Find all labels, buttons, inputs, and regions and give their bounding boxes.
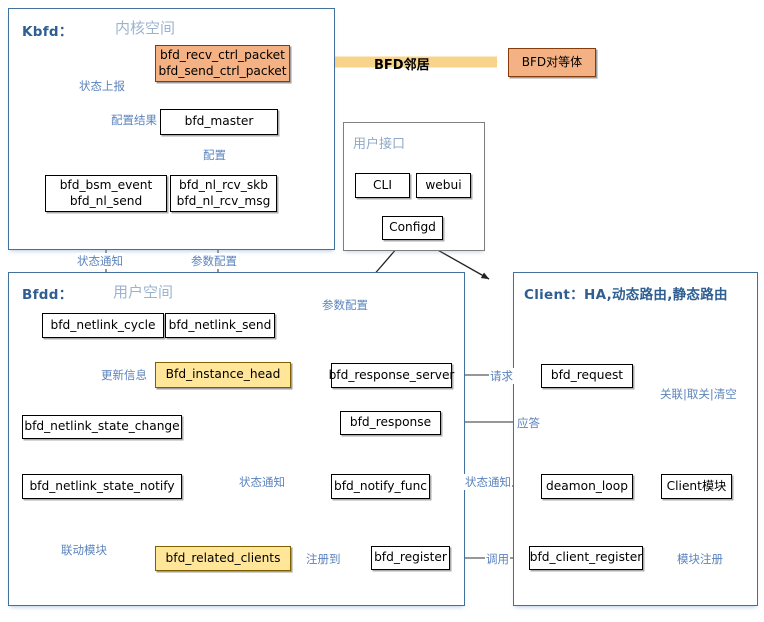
edge-label-state-report: 状态上报 <box>78 78 126 94</box>
edge-label-bfd-neighbor: BFD邻居 <box>374 58 430 73</box>
node-cli[interactable]: CLI <box>355 173 410 198</box>
node-bsm-event-line2: bfd_nl_send <box>69 193 143 208</box>
node-response-server-label: bfd_response_server <box>328 367 455 382</box>
node-nl-rcv[interactable]: bfd_nl_rcv_skb bfd_nl_rcv_msg <box>170 175 277 212</box>
node-instance-head[interactable]: Bfd_instance_head <box>155 362 291 388</box>
node-netlink-cycle[interactable]: bfd_netlink_cycle <box>42 313 164 338</box>
node-deamon-loop-label: deamon_loop <box>546 478 628 493</box>
node-client-module-label: Client模块 <box>666 478 727 493</box>
edge-label-state-notify-mid: 状态通知 <box>238 474 286 490</box>
node-state-notify-label: bfd_netlink_state_notify <box>29 478 175 493</box>
edge-label-param-config-kernel: 参数配置 <box>190 253 238 269</box>
node-client-register[interactable]: bfd_client_register <box>529 546 643 570</box>
node-deamon-loop[interactable]: deamon_loop <box>541 474 633 499</box>
node-netlink-send[interactable]: bfd_netlink_send <box>165 313 275 338</box>
edge-label-config: 配置 <box>202 147 227 163</box>
node-bfd-request-label: bfd_request <box>550 368 624 383</box>
edge-label-invoke: 调用 <box>485 551 510 567</box>
edge-label-module-register: 模块注册 <box>676 551 724 567</box>
edge-label-assoc-unassoc-clear: 关联|取关|清空 <box>659 386 738 402</box>
node-cli-label: CLI <box>373 177 392 192</box>
node-related-clients[interactable]: bfd_related_clients <box>155 546 291 571</box>
edge-label-reply: 应答 <box>516 415 541 431</box>
node-notify-func[interactable]: bfd_notify_func <box>331 474 430 499</box>
node-netlink-send-label: bfd_netlink_send <box>168 317 272 332</box>
node-bsm-event[interactable]: bfd_bsm_event bfd_nl_send <box>45 175 167 212</box>
node-configd-label: Configd <box>389 220 436 235</box>
edge-label-config-result: 配置结果 <box>110 112 158 128</box>
node-bfd-peer[interactable]: BFD对等体 <box>508 48 596 77</box>
node-bfd-peer-label: BFD对等体 <box>521 55 583 69</box>
section-kbfd-title: Kbfd： <box>22 24 73 40</box>
node-state-change-label: bfd_netlink_state_change <box>24 419 180 434</box>
node-bfd-master[interactable]: bfd_master <box>160 109 278 135</box>
edge-label-request: 请求 <box>489 368 514 384</box>
node-response-server[interactable]: bfd_response_server <box>328 363 455 388</box>
edge-label-state-notify-kernel: 状态通知 <box>76 253 124 269</box>
edge-label-state-notify-right: 状态通知 <box>464 474 512 490</box>
edge-label-update-info: 更新信息 <box>100 367 148 383</box>
node-client-module[interactable]: Client模块 <box>661 474 732 499</box>
node-client-register-label: bfd_client_register <box>529 550 643 565</box>
node-nl-rcv-line2: bfd_nl_rcv_msg <box>176 193 271 208</box>
node-webui-label: webui <box>425 177 462 192</box>
node-ctrl-packet[interactable]: bfd_recv_ctrl_packet bfd_send_ctrl_packe… <box>155 45 290 82</box>
node-state-change[interactable]: bfd_netlink_state_change <box>22 415 182 439</box>
node-notify-func-label: bfd_notify_func <box>333 478 428 493</box>
edge-label-register-to: 注册到 <box>305 551 342 567</box>
node-bsm-event-line1: bfd_bsm_event <box>59 178 153 193</box>
section-bfdd-title: Bfdd： <box>22 287 73 303</box>
node-instance-head-label: Bfd_instance_head <box>165 367 281 382</box>
section-client-title: Client：HA,动态路由,静态路由 <box>524 287 728 303</box>
node-ctrl-packet-line1: bfd_recv_ctrl_packet <box>160 48 285 63</box>
node-related-clients-label: bfd_related_clients <box>165 550 281 565</box>
node-bfd-register-label: bfd_register <box>374 550 447 565</box>
section-bfdd-subtitle: 用户空间 <box>113 283 174 301</box>
node-configd[interactable]: Configd <box>382 216 443 240</box>
section-user-interface-title: 用户接口 <box>353 137 406 152</box>
node-nl-rcv-line1: bfd_nl_rcv_skb <box>179 178 268 193</box>
node-bfd-master-label: bfd_master <box>184 114 254 129</box>
node-state-notify[interactable]: bfd_netlink_state_notify <box>22 474 182 499</box>
edge-label-linkage-module: 联动模块 <box>60 542 108 558</box>
node-bfd-response[interactable]: bfd_response <box>340 411 441 435</box>
node-bfd-response-label: bfd_response <box>349 415 432 430</box>
node-bfd-request[interactable]: bfd_request <box>541 364 633 388</box>
section-kbfd-subtitle: 内核空间 <box>115 19 176 37</box>
node-webui[interactable]: webui <box>416 173 471 198</box>
edge-label-param-config-mid: 参数配置 <box>321 297 369 313</box>
node-bfd-register[interactable]: bfd_register <box>371 546 450 570</box>
node-ctrl-packet-line2: bfd_send_ctrl_packet <box>158 63 287 78</box>
node-netlink-cycle-label: bfd_netlink_cycle <box>50 317 156 332</box>
